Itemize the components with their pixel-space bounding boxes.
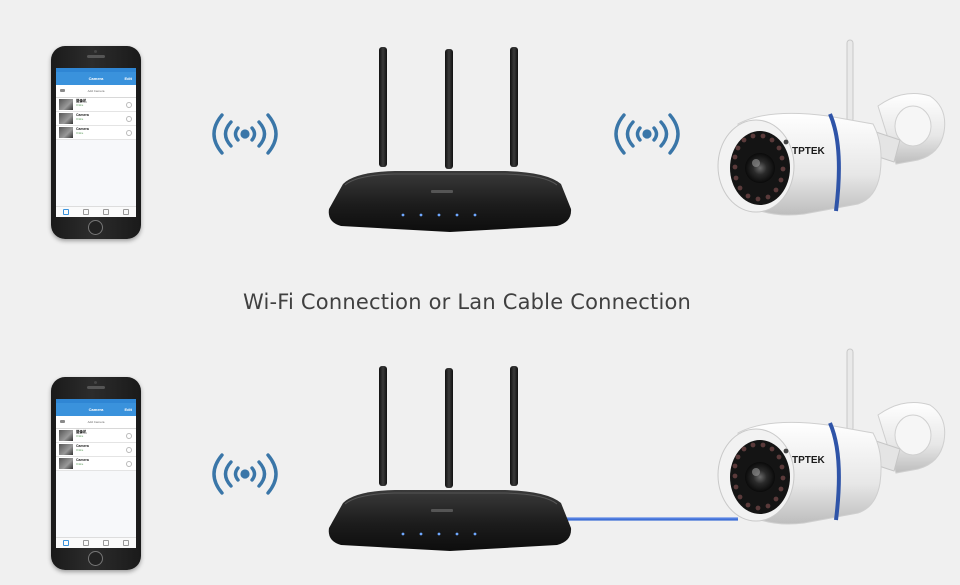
- wifi-signal-icon: [610, 110, 684, 158]
- wifi-connection-scene: Camera Edit Add Camera 摄像机 Online Camera…: [0, 0, 960, 270]
- home-button-icon: [88, 220, 103, 235]
- camera-small-icon: [60, 89, 65, 92]
- app-edit-button: Edit: [124, 72, 132, 85]
- app-header-title: Camera: [89, 407, 104, 412]
- phone-icon: Camera Edit Add Camera 摄像机 Online Camera…: [51, 377, 141, 570]
- app-header-title: Camera: [89, 76, 104, 81]
- app-tab-bar: [56, 537, 136, 548]
- camera-small-icon: [60, 420, 65, 423]
- add-camera-row: Add Camera: [56, 416, 136, 429]
- app-edit-button: Edit: [124, 403, 132, 416]
- settings-icon: [126, 433, 132, 439]
- connection-caption: Wi-Fi Connection or Lan Cable Connection: [0, 290, 934, 314]
- add-camera-label: Add Camera: [88, 420, 105, 424]
- app-header: Camera Edit: [56, 403, 136, 416]
- wifi-signal-icon: [208, 110, 282, 158]
- camera-list-item: Camera Online: [56, 443, 136, 457]
- settings-icon: [126, 102, 132, 108]
- lan-connection-scene: Camera Edit Add Camera 摄像机 Online Camera…: [0, 315, 960, 585]
- ip-camera-icon: TPTEK: [708, 36, 958, 231]
- phone-app-screen: Camera Edit Add Camera 摄像机 Online Camera…: [56, 399, 136, 548]
- settings-icon: [126, 116, 132, 122]
- phone-app-screen: Camera Edit Add Camera 摄像机 Online Camera…: [56, 68, 136, 217]
- camera-brand-label: TPTEK: [792, 455, 826, 466]
- wifi-signal-icon: [208, 450, 282, 498]
- ip-camera-icon: TPTEK: [708, 345, 958, 540]
- settings-icon: [126, 130, 132, 136]
- camera-list-item: Camera Online: [56, 112, 136, 126]
- camera-list-item: 摄像机 Online: [56, 429, 136, 443]
- camera-list-item: Camera Online: [56, 126, 136, 140]
- router-icon: [325, 44, 575, 239]
- home-button-icon: [88, 551, 103, 566]
- settings-icon: [126, 461, 132, 467]
- camera-brand-label: TPTEK: [792, 146, 826, 157]
- add-camera-row: Add Camera: [56, 85, 136, 98]
- add-camera-label: Add Camera: [88, 89, 105, 93]
- settings-icon: [126, 447, 132, 453]
- phone-icon: Camera Edit Add Camera 摄像机 Online Camera…: [51, 46, 141, 239]
- app-tab-bar: [56, 206, 136, 217]
- app-header: Camera Edit: [56, 72, 136, 85]
- router-icon: [325, 363, 575, 558]
- camera-list-item: 摄像机 Online: [56, 98, 136, 112]
- camera-list-item: Camera Online: [56, 457, 136, 471]
